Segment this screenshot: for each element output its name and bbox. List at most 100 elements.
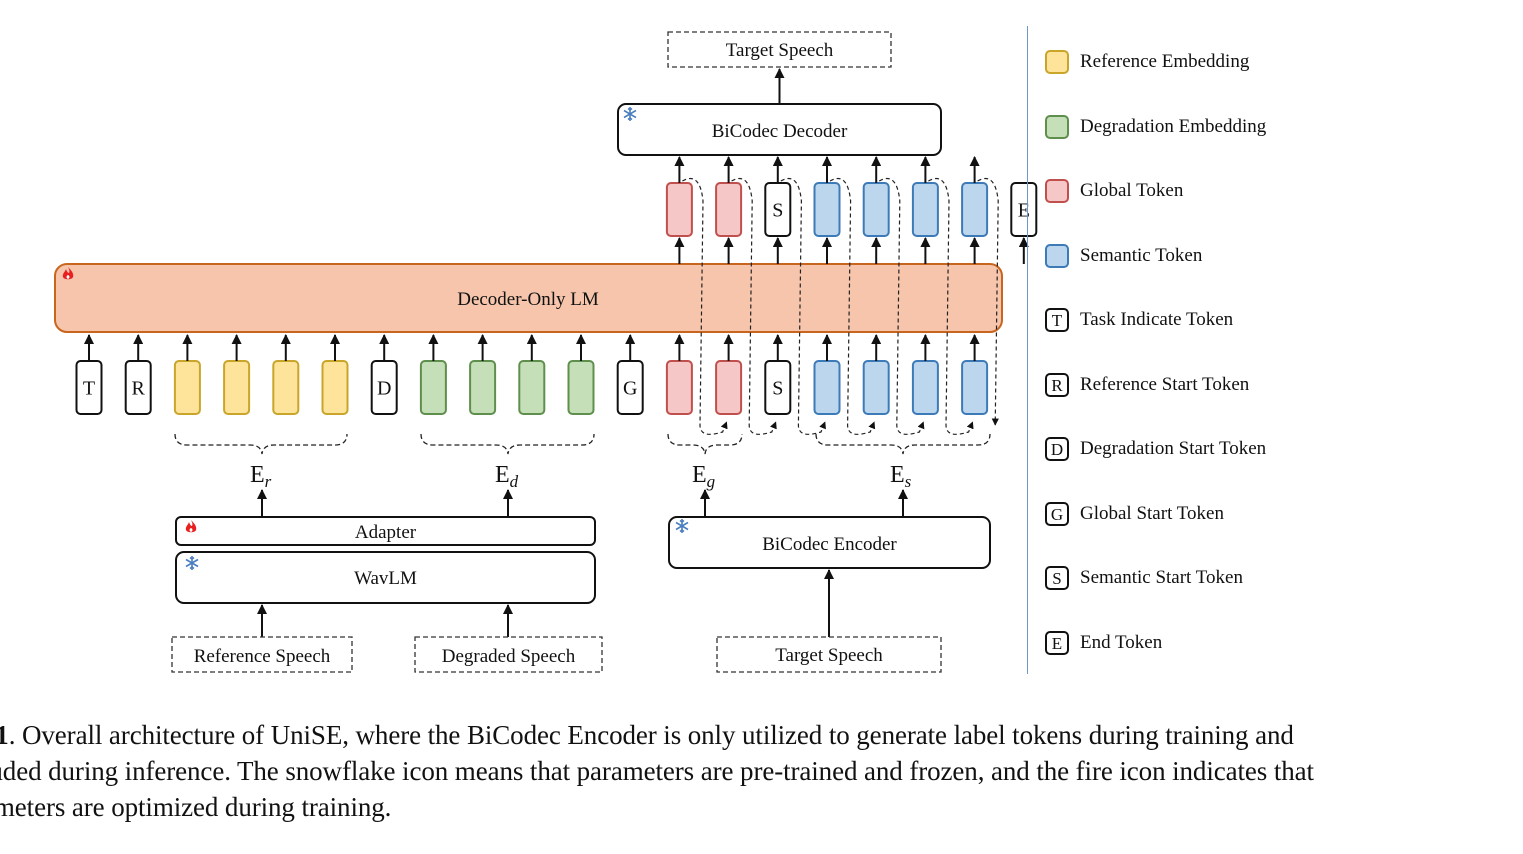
- legend-item: Global Token: [1045, 177, 1183, 205]
- bicodec-encoder-block: BiCodec Encoder: [668, 516, 991, 569]
- figure-number: . 1: [0, 720, 9, 750]
- output-global-token: [665, 182, 693, 237]
- target-speech-output-label: Target Speech: [726, 40, 834, 61]
- legend-label: Degradation Start Token: [1080, 438, 1267, 459]
- legend-swatch: D: [1045, 437, 1069, 461]
- brace-es: [815, 433, 991, 455]
- legend-swatch: E: [1045, 631, 1069, 655]
- output-special-token: E: [1010, 182, 1038, 237]
- input-special-token: G: [616, 360, 644, 415]
- speech-input-arrows: [257, 569, 834, 637]
- input-reference-token: [223, 360, 251, 415]
- target-speech-input-label: Target Speech: [775, 645, 883, 666]
- legend-item: S Semantic Start Token: [1045, 564, 1243, 592]
- legend-label: Reference Embedding: [1080, 51, 1250, 72]
- wavlm-block: WavLM: [175, 551, 596, 604]
- legend-label: Global Token: [1080, 180, 1184, 201]
- token-label: E: [1018, 200, 1030, 222]
- legend-item: D Degradation Start Token: [1045, 435, 1266, 463]
- legend-label: End Token: [1080, 632, 1163, 653]
- token-label: S: [772, 378, 783, 400]
- input-semantic-token: [862, 360, 890, 415]
- input-degradation-token: [518, 360, 546, 415]
- embedding-braces: [174, 433, 991, 455]
- brace-er: [174, 433, 348, 455]
- output-semantic-token: [813, 182, 841, 237]
- input-degradation-token: [567, 360, 595, 415]
- token-label: G: [623, 378, 637, 400]
- input-global-token: [665, 360, 693, 415]
- legend-label: Task Indicate Token: [1080, 309, 1234, 330]
- decoder-only-lm-label: Decoder-Only LM: [457, 289, 599, 310]
- adapter-block: Adapter: [175, 516, 596, 546]
- legend-swatch: [1045, 50, 1069, 74]
- legend-label: Degradation Embedding: [1080, 116, 1267, 137]
- legend-item: Reference Embedding: [1045, 48, 1249, 76]
- embedding-arrows: [257, 489, 908, 517]
- autoregressive-link: [682, 177, 728, 435]
- input-special-token: S: [764, 360, 792, 415]
- input-reference-token: [321, 360, 349, 415]
- autoregressive-link: [780, 177, 826, 435]
- legend-label: Semantic Start Token: [1080, 567, 1243, 588]
- legend-label: Reference Start Token: [1080, 374, 1250, 395]
- legend-divider: [1027, 26, 1028, 674]
- output-global-token: [715, 182, 743, 237]
- legend-swatch: S: [1045, 566, 1069, 590]
- legend-item: Degradation Embedding: [1045, 113, 1266, 141]
- legend-item: E End Token: [1045, 629, 1162, 657]
- legend-swatch: [1045, 115, 1069, 139]
- legend-swatch: [1045, 244, 1069, 268]
- bicodec-decoder-label: BiCodec Decoder: [712, 121, 848, 142]
- legend-swatch: G: [1045, 502, 1069, 526]
- token-label: T: [83, 378, 95, 400]
- autoregressive-link: [977, 177, 999, 426]
- reference-speech-label: Reference Speech: [194, 646, 331, 667]
- output-semantic-token: [911, 182, 939, 237]
- embedding-es-label: Es: [890, 462, 912, 491]
- target-speech-input-box: Target Speech: [716, 636, 942, 673]
- input-semantic-token: [813, 360, 841, 415]
- input-special-token: R: [124, 360, 152, 415]
- embedding-eg-label: Eg: [692, 462, 715, 491]
- wavlm-label: WavLM: [354, 568, 417, 589]
- input-degradation-token: [469, 360, 497, 415]
- token-label: S: [772, 200, 783, 222]
- decoder-only-lm-block: Decoder-Only LM: [54, 263, 1003, 333]
- legend-swatch: R: [1045, 373, 1069, 397]
- input-reference-token: [272, 360, 300, 415]
- output-semantic-token: [862, 182, 890, 237]
- adapter-label: Adapter: [355, 522, 417, 543]
- legend-swatch: [1045, 179, 1069, 203]
- input-semantic-token: [961, 360, 989, 415]
- input-global-token: [715, 360, 743, 415]
- figure-caption: . 1. Overall architecture of UniSE, wher…: [0, 717, 1522, 825]
- architecture-diagram: Target Speech BiCodec Decoder Decoder-On…: [54, 31, 1038, 673]
- legend-item: G Global Start Token: [1045, 500, 1224, 528]
- token-label: D: [377, 378, 391, 400]
- input-degradation-token: [419, 360, 447, 415]
- autoregressive-link: [878, 177, 925, 435]
- legend-label: Semantic Token: [1080, 245, 1203, 266]
- embedding-ed-label: Ed: [495, 462, 519, 491]
- target-speech-output-box: Target Speech: [667, 31, 892, 68]
- input-special-token: T: [75, 360, 103, 415]
- output-semantic-token: [961, 182, 989, 237]
- bicodec-encoder-label: BiCodec Encoder: [762, 534, 897, 555]
- legend-label: Global Start Token: [1080, 503, 1224, 524]
- input-semantic-token: [911, 360, 939, 415]
- input-reference-token: [173, 360, 201, 415]
- brace-ed: [420, 433, 595, 455]
- token-label: R: [132, 378, 146, 400]
- autoregressive-link: [928, 177, 974, 435]
- autoregressive-links: [682, 177, 999, 435]
- autoregressive-link: [731, 177, 777, 435]
- brace-eg: [667, 433, 743, 455]
- reference-speech-box: Reference Speech: [171, 636, 353, 673]
- embedding-er-label: Er: [250, 462, 272, 491]
- caption-text: . Overall architecture of UniSE, where t…: [0, 720, 1314, 822]
- autoregressive-link: [829, 177, 876, 435]
